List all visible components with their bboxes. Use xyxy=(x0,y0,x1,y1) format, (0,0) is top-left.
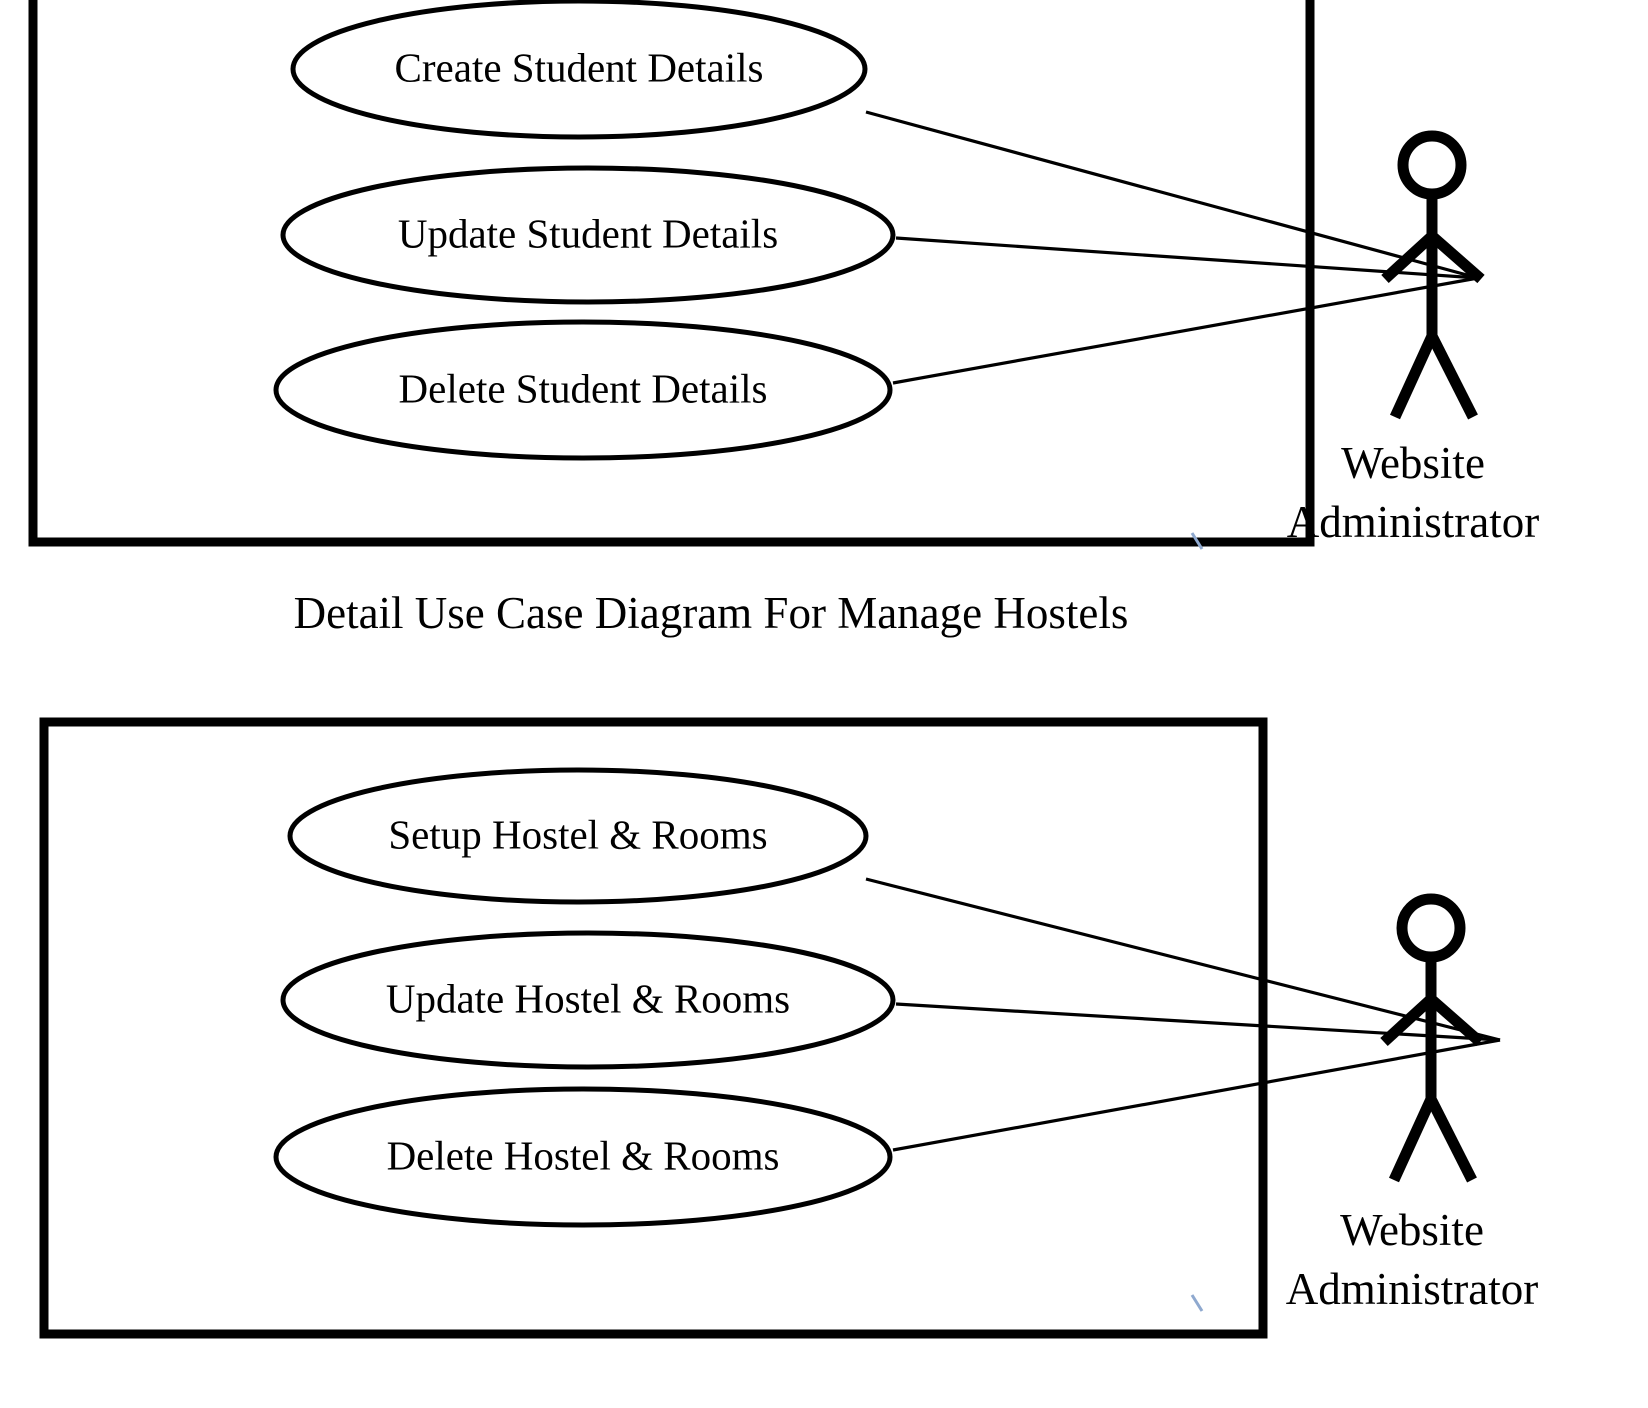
use-case-label: Delete Hostel & Rooms xyxy=(387,1132,780,1178)
use-case-create-student-details[interactable]: Create Student Details xyxy=(290,0,868,140)
actor-name-line-1: Website xyxy=(1340,1205,1484,1255)
actor-left-leg-icon xyxy=(1388,1096,1437,1183)
association-delete-hostel xyxy=(892,1038,1501,1152)
system-boundary-students xyxy=(28,0,1315,547)
actor-left-leg-icon xyxy=(1389,333,1438,420)
use-case-label: Update Student Details xyxy=(398,210,778,256)
stray-blue-mark xyxy=(1190,532,1204,550)
actor-right-leg-icon xyxy=(1427,333,1478,420)
use-case-ellipse[interactable] xyxy=(290,0,868,140)
actor-website-administrator-hostels[interactable] xyxy=(1380,893,1484,1183)
diagram-manage-students: Create Student Details Update Student De… xyxy=(28,0,1539,550)
actor-head-icon xyxy=(1397,130,1467,200)
actor-name-line-2: Administrator xyxy=(1287,497,1539,547)
use-case-ellipse[interactable] xyxy=(273,1086,893,1228)
diagram-manage-hostels: Setup Hostel & Rooms Update Hostel & Roo… xyxy=(39,717,1538,1339)
actor-website-administrator-students[interactable] xyxy=(1381,130,1485,420)
association-delete-student xyxy=(892,276,1479,385)
use-case-ellipse[interactable] xyxy=(280,165,896,305)
actor-right-arm-icon xyxy=(1427,994,1484,1047)
association-setup-hostel xyxy=(865,877,1501,1042)
use-case-label: Create Student Details xyxy=(395,44,764,90)
actor-head-icon xyxy=(1396,893,1466,963)
use-case-update-student-details[interactable]: Update Student Details xyxy=(280,165,896,305)
actor-left-arm-icon xyxy=(1380,994,1435,1047)
use-case-delete-student-details[interactable]: Delete Student Details xyxy=(273,319,893,461)
association-update-student xyxy=(895,236,1479,280)
actor-label-hostels: Website Administrator xyxy=(1286,1205,1538,1314)
actor-name-line-1: Website xyxy=(1341,438,1485,488)
actor-name-line-2: Administrator xyxy=(1286,1264,1538,1314)
use-case-label: Update Hostel & Rooms xyxy=(386,975,790,1021)
actor-right-arm-icon xyxy=(1428,231,1485,284)
actor-left-arm-icon xyxy=(1381,231,1436,284)
stray-blue-mark xyxy=(1190,1294,1204,1312)
use-case-delete-hostel-rooms[interactable]: Delete Hostel & Rooms xyxy=(273,1086,893,1228)
actor-label-students: Website Administrator xyxy=(1287,438,1539,547)
use-case-label: Delete Student Details xyxy=(399,365,768,411)
use-case-update-hostel-rooms[interactable]: Update Hostel & Rooms xyxy=(280,930,896,1070)
use-case-setup-hostel-rooms[interactable]: Setup Hostel & Rooms xyxy=(287,767,869,905)
use-case-ellipse[interactable] xyxy=(287,767,869,905)
system-boundary-hostels xyxy=(39,717,1268,1339)
use-case-ellipse[interactable] xyxy=(280,930,896,1070)
use-case-label: Setup Hostel & Rooms xyxy=(388,811,767,857)
section-caption: Detail Use Case Diagram For Manage Hoste… xyxy=(294,588,1129,638)
actor-right-leg-icon xyxy=(1426,1096,1477,1183)
association-create-student xyxy=(865,110,1479,280)
use-case-ellipse[interactable] xyxy=(273,319,893,461)
